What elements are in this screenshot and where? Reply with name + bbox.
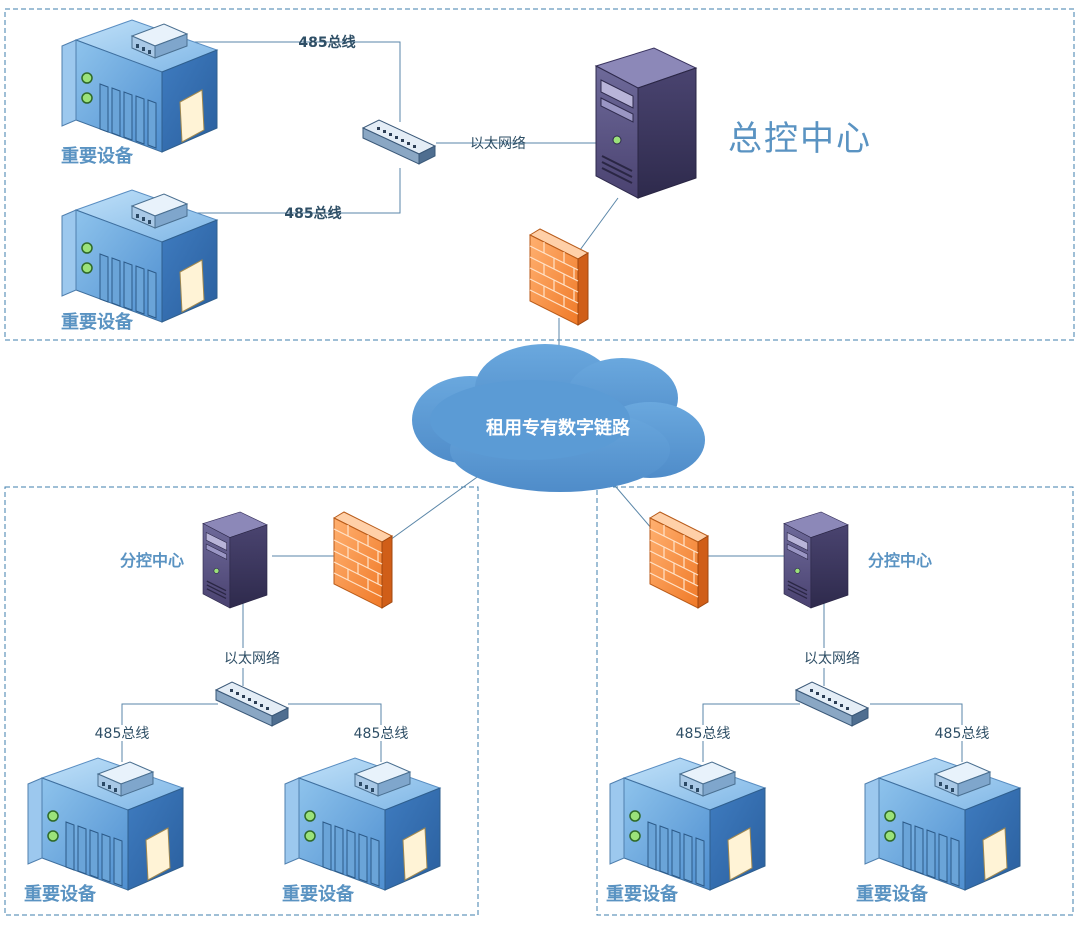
left-sub-server-icon [202,511,268,609]
left-firewall-icon [333,511,393,609]
hq-device-2-icon [61,189,218,323]
hq-firewall-icon [529,228,589,326]
hq-links [180,41,619,356]
right-ethernet-label: 以太网络 [804,651,860,667]
hq-server-icon [595,47,697,199]
left-device-2-icon [284,757,441,891]
right-device-label-2: 重要设备 [856,883,929,905]
right-device-label-1: 重要设备 [606,883,679,905]
hq-device-1-icon [61,19,218,153]
hq-485-line-2 [180,168,401,214]
right-switch-icon [795,681,869,727]
left-sub-center-label: 分控中心 [120,551,184,570]
hq-center-label: 总控中心 [728,119,872,159]
left-device-label-1: 重要设备 [24,883,97,905]
right-sub-center-label: 分控中心 [868,551,932,570]
right-bus-label-1: 485总线 [676,726,731,742]
right-device-2-icon [864,757,1021,891]
left-ethernet-label: 以太网络 [224,651,280,667]
left-device-1-icon [27,757,184,891]
hq-device-label-2: 重要设备 [61,311,134,333]
left-bus-label-2: 485总线 [354,726,409,742]
sub-region-right [596,486,1074,916]
cloud-icon [412,344,705,492]
left-bus-line-1 [121,703,218,725]
hq-region [4,8,1075,341]
right-bus-line-1 [702,703,800,725]
hq-server-firewall-line [579,197,619,251]
hq-switch-icon [362,119,436,165]
right-sub-server-icon [783,511,849,609]
hq-ethernet-label: 以太网络 [470,136,526,152]
hq-bus-label-2: 485总线 [284,205,341,222]
cloud-label: 租用专有数字链路 [486,417,631,439]
left-switch-icon [215,681,289,727]
right-firewall-icon [649,511,709,609]
hq-bus-label-1: 485总线 [298,34,355,51]
right-device-1-icon [609,757,766,891]
left-bus-line-2 [288,703,382,725]
left-cloud-firewall-line [389,474,481,541]
right-bus-label-2: 485总线 [935,726,990,742]
left-device-label-2: 重要设备 [282,883,355,905]
sub-region-left [4,486,479,916]
left-links [121,474,481,762]
left-bus-label-1: 485总线 [95,726,150,742]
hq-device-label-1: 重要设备 [61,145,134,167]
right-bus-line-2 [870,703,963,725]
hq-485-line-1 [180,41,401,122]
